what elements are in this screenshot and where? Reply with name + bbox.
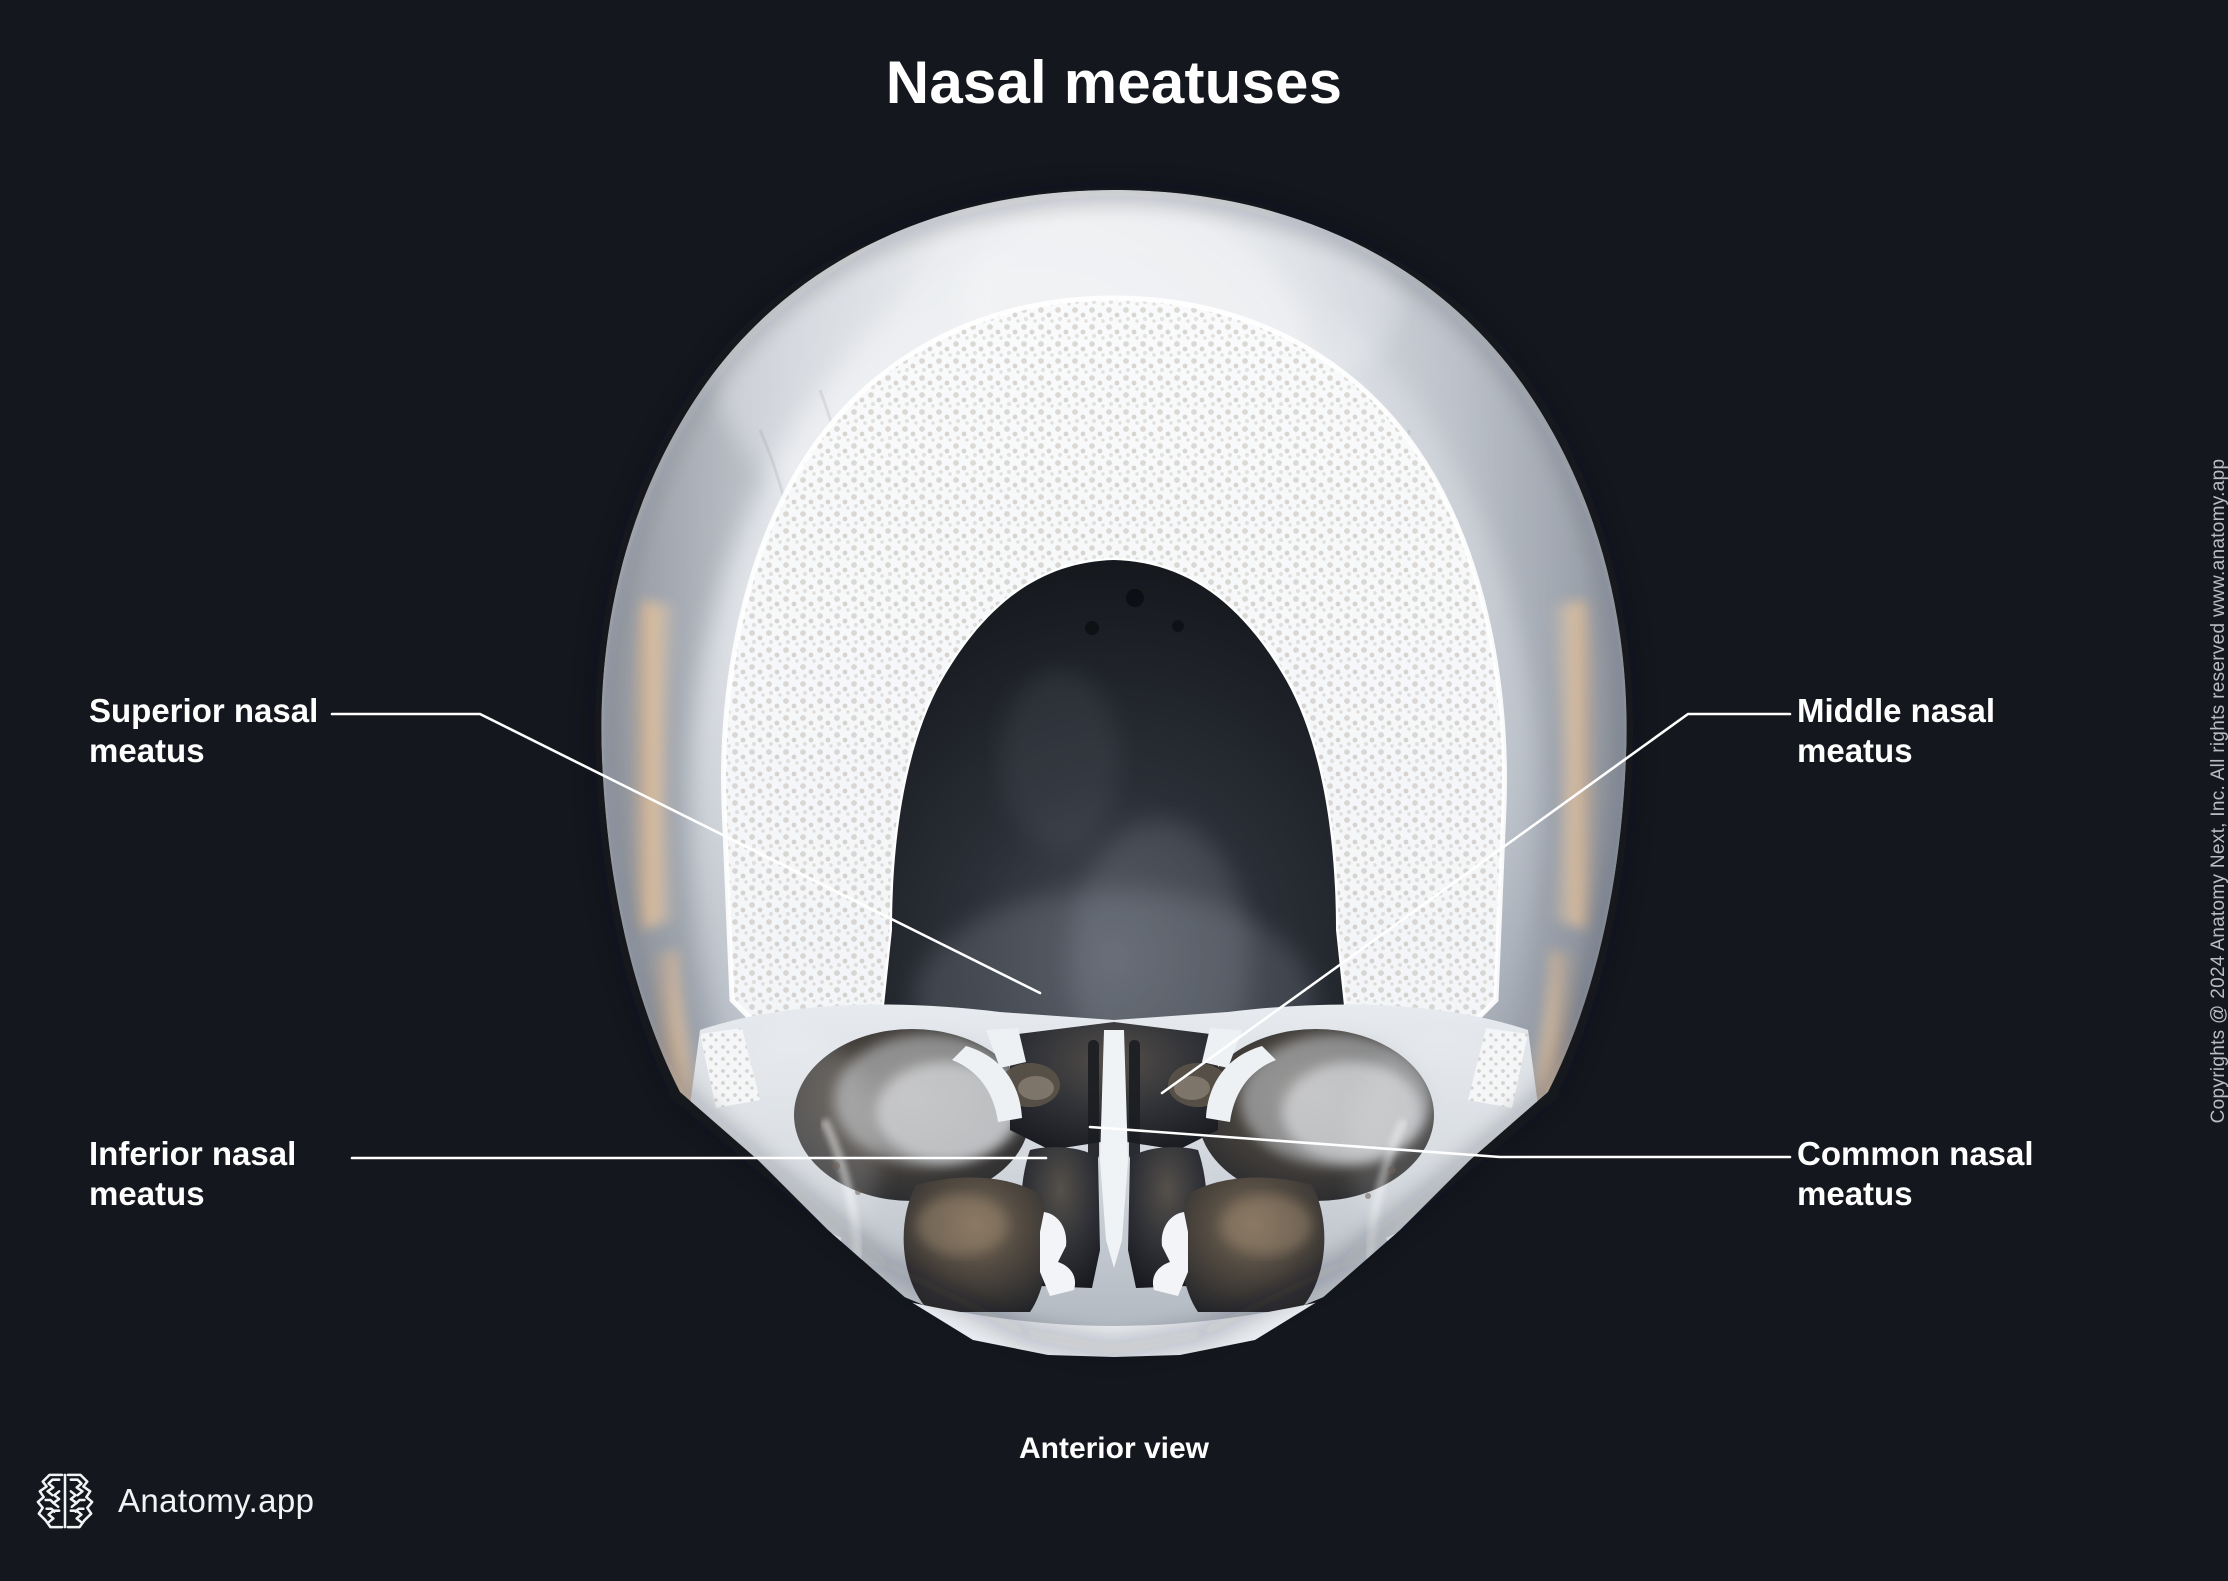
brain-icon <box>36 1473 94 1529</box>
anatomy-app-logo[interactable]: Anatomy.app <box>34 1470 314 1532</box>
page-title: Nasal meatuses <box>885 49 1343 116</box>
hard-palate <box>884 1300 1344 1357</box>
copyright-notice: Copyrights @ 2024 Anatomy Next, Inc. All… <box>2208 458 2228 1123</box>
label-common-nasal-meatus: Common nasal meatus <box>1797 1135 2034 1213</box>
inferior-nasal-conchae <box>1040 1212 1188 1296</box>
view-caption: Anterior view <box>1018 1432 1210 1465</box>
logo-wordmark: Anatomy.app <box>118 1482 315 1519</box>
label-middle-nasal-meatus: Middle nasal meatus <box>1797 692 1996 770</box>
label-inferior-nasal-meatus: Inferior nasal meatus <box>89 1135 297 1213</box>
label-superior-nasal-meatus: Superior nasal meatus <box>89 692 319 770</box>
